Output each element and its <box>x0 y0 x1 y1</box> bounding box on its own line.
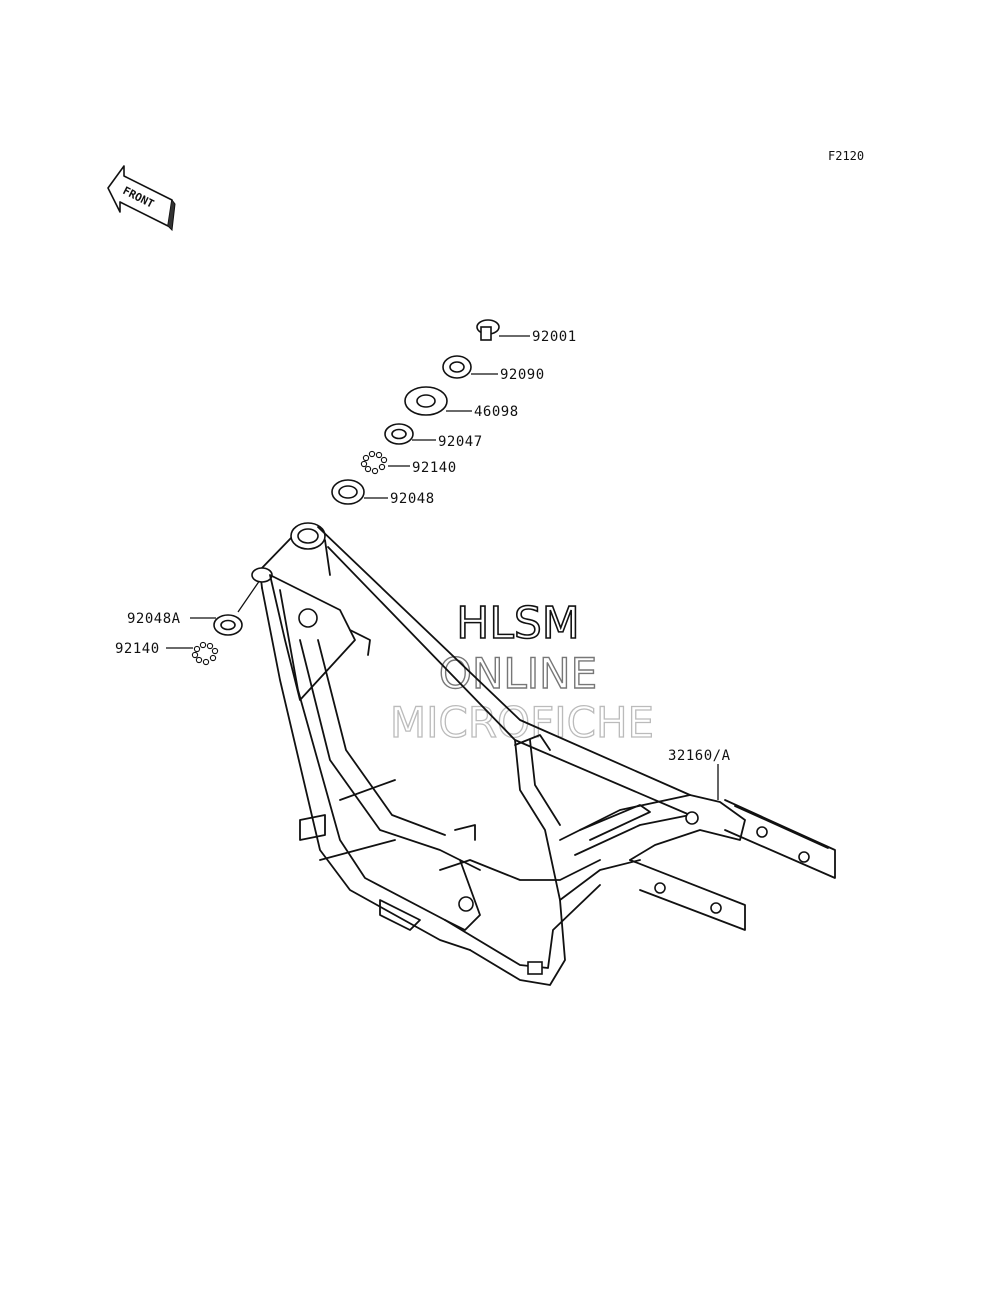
callout-92047[interactable]: 92047 <box>438 434 483 450</box>
callout-46098[interactable]: 46098 <box>474 404 519 420</box>
front-arrow-icon: FRONT <box>107 165 176 232</box>
frame-32160[interactable] <box>251 522 836 986</box>
part-46098[interactable] <box>404 386 472 416</box>
callout-92048A[interactable]: 92048A <box>127 611 181 627</box>
part-92048[interactable] <box>331 479 388 505</box>
callout-92140-lower[interactable]: 92140 <box>115 641 160 657</box>
watermark-line2: ONLINE <box>439 649 597 698</box>
callout-92090[interactable]: 92090 <box>500 367 545 383</box>
part-92140-upper[interactable] <box>360 450 410 475</box>
callout-92001[interactable]: 92001 <box>532 329 577 345</box>
part-92090[interactable] <box>442 355 498 379</box>
figure-code: F2120 <box>828 149 864 163</box>
watermark: HLSM ONLINE MICROFICHE <box>389 597 654 747</box>
part-92048A[interactable] <box>190 579 261 636</box>
part-92140-lower[interactable] <box>166 641 219 666</box>
callout-92048[interactable]: 92048 <box>390 491 435 507</box>
callout-32160A[interactable]: 32160/A <box>668 748 731 764</box>
watermark-line1: HLSM <box>456 598 580 649</box>
part-92047[interactable] <box>384 423 436 445</box>
watermark-line3: MICROFICHE <box>390 698 654 747</box>
part-92001[interactable] <box>476 319 530 341</box>
callout-92140-upper[interactable]: 92140 <box>412 460 457 476</box>
